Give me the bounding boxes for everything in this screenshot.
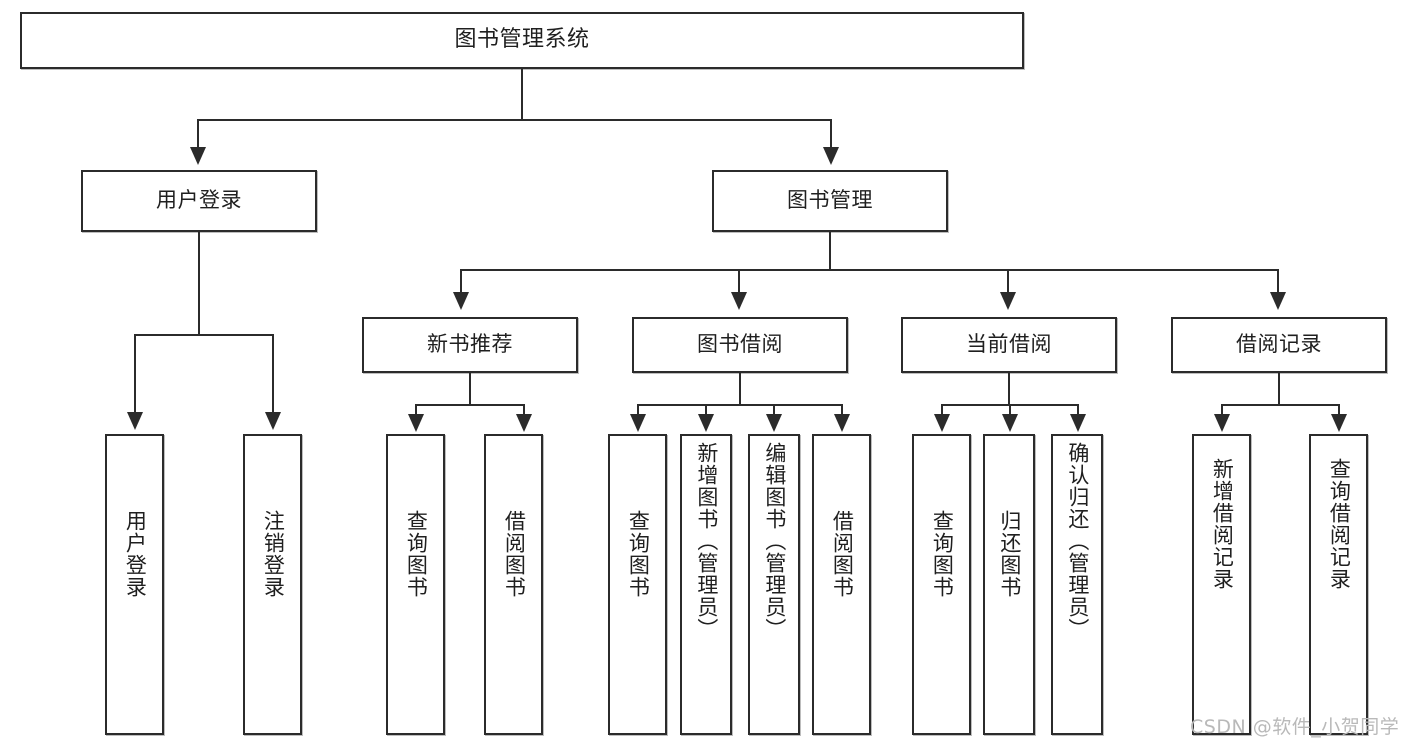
arrow-to-leaf-borrow-book-1 <box>516 414 532 432</box>
arrow-to-leaf-logout <box>265 412 281 430</box>
connector-borrow-record-stem <box>1278 373 1280 406</box>
leaf-borrow-book-recommend[interactable]: 借阅图书 <box>484 434 543 735</box>
leaf-label: 借阅图书 <box>830 510 855 598</box>
node-label: 图书管理系统 <box>454 27 590 53</box>
leaf-logout-login[interactable]: 注销登录 <box>243 434 302 735</box>
arrow-to-leaf-confirm-return <box>1070 414 1086 432</box>
leaf-add-borrow-record[interactable]: 新增借阅记录 <box>1192 434 1251 735</box>
node-new-book-recommend[interactable]: 新书推荐 <box>362 317 578 373</box>
connector-to-leaf-confirm-return <box>1077 404 1079 417</box>
connector-book-management-stem <box>829 232 831 271</box>
node-book-borrow[interactable]: 图书借阅 <box>632 317 848 373</box>
node-borrow-record[interactable]: 借阅记录 <box>1171 317 1387 373</box>
arrow-to-borrow-record <box>1270 292 1286 310</box>
connector-to-leaf-query-book-3 <box>941 404 943 417</box>
connector-level1-bus <box>197 119 832 121</box>
arrow-to-leaf-user-login <box>127 412 143 430</box>
arrow-to-leaf-return-book <box>1002 414 1018 432</box>
leaf-label: 编辑图书（管理员） <box>762 442 787 640</box>
leaf-edit-book[interactable]: 编辑图书（管理员） <box>748 434 800 735</box>
connector-to-leaf-query-book-2 <box>637 404 639 417</box>
leaf-query-book-borrow[interactable]: 查询图书 <box>608 434 667 735</box>
node-root-book-management-system[interactable]: 图书管理系统 <box>20 12 1024 69</box>
arrow-to-leaf-add-book <box>698 414 714 432</box>
leaf-return-book[interactable]: 归还图书 <box>983 434 1035 735</box>
connector-user-login-bus <box>134 334 274 336</box>
connector-to-leaf-borrow-book-2 <box>841 404 843 417</box>
node-user-login[interactable]: 用户登录 <box>81 170 317 232</box>
node-current-borrow[interactable]: 当前借阅 <box>901 317 1117 373</box>
leaf-label: 查询图书 <box>930 510 955 598</box>
arrow-to-leaf-query-record <box>1331 414 1347 432</box>
node-label: 当前借阅 <box>966 332 1052 357</box>
connector-book-borrow-stem <box>739 373 741 406</box>
connector-to-leaf-edit-book <box>773 404 775 417</box>
connector-to-current-borrow <box>1007 269 1009 295</box>
arrow-to-leaf-query-book-3 <box>934 414 950 432</box>
node-label: 图书借阅 <box>697 332 783 357</box>
arrow-to-user-login <box>190 147 206 165</box>
leaf-borrow-book[interactable]: 借阅图书 <box>812 434 871 735</box>
node-label: 用户登录 <box>156 188 242 213</box>
leaf-label: 归还图书 <box>997 510 1022 598</box>
leaf-confirm-return[interactable]: 确认归还（管理员） <box>1051 434 1103 735</box>
arrow-to-new-book-recommend <box>453 292 469 310</box>
connector-to-leaf-return-book <box>1009 404 1011 417</box>
leaf-label: 用户登录 <box>123 510 148 598</box>
connector-to-leaf-query-record <box>1338 404 1340 417</box>
leaf-label: 新增借阅记录 <box>1210 458 1235 590</box>
arrow-to-book-management <box>823 147 839 165</box>
leaf-query-book-recommend[interactable]: 查询图书 <box>386 434 445 735</box>
leaf-user-login[interactable]: 用户登录 <box>105 434 164 735</box>
leaf-query-borrow-record[interactable]: 查询借阅记录 <box>1309 434 1368 735</box>
leaf-label: 新增图书（管理员） <box>694 442 719 640</box>
connector-new-book-recommend-bus <box>415 404 523 406</box>
connector-level2-bus <box>460 269 1279 271</box>
arrow-to-leaf-query-book-1 <box>408 414 424 432</box>
arrow-to-current-borrow <box>1000 292 1016 310</box>
leaf-label: 查询图书 <box>404 510 429 598</box>
leaf-label: 查询图书 <box>626 510 651 598</box>
connector-to-leaf-query-book-1 <box>415 404 417 417</box>
connector-to-leaf-logout <box>272 334 274 416</box>
connector-to-book-management <box>830 119 832 151</box>
leaf-label: 确认归还（管理员） <box>1065 442 1090 640</box>
leaf-label: 借阅图书 <box>502 510 527 598</box>
connector-current-borrow-stem <box>1008 373 1010 406</box>
connector-user-login-stem <box>198 232 200 335</box>
leaf-label: 注销登录 <box>261 510 286 598</box>
leaf-label: 查询借阅记录 <box>1327 458 1352 590</box>
connector-to-new-book-recommend <box>460 269 462 295</box>
connector-to-borrow-record <box>1277 269 1279 295</box>
connector-to-user-login <box>197 119 199 151</box>
arrow-to-leaf-borrow-book-2 <box>834 414 850 432</box>
arrow-to-leaf-query-book-2 <box>630 414 646 432</box>
connector-borrow-record-bus <box>1221 404 1338 406</box>
arrow-to-leaf-add-record <box>1214 414 1230 432</box>
connector-to-book-borrow <box>738 269 740 295</box>
connector-new-book-recommend-stem <box>469 373 471 406</box>
node-label: 借阅记录 <box>1236 332 1322 357</box>
arrow-to-book-borrow <box>731 292 747 310</box>
connector-book-borrow-bus <box>637 404 842 406</box>
connector-to-leaf-add-book <box>705 404 707 417</box>
node-label: 新书推荐 <box>427 332 513 357</box>
node-label: 图书管理 <box>787 188 873 213</box>
connector-to-leaf-borrow-book-1 <box>523 404 525 417</box>
leaf-add-book[interactable]: 新增图书（管理员） <box>680 434 732 735</box>
connector-root-stem <box>521 69 523 120</box>
arrow-to-leaf-edit-book <box>766 414 782 432</box>
connector-to-leaf-user-login <box>134 334 136 416</box>
leaf-query-book-current[interactable]: 查询图书 <box>912 434 971 735</box>
node-book-management[interactable]: 图书管理 <box>712 170 948 232</box>
connector-to-leaf-add-record <box>1221 404 1223 417</box>
